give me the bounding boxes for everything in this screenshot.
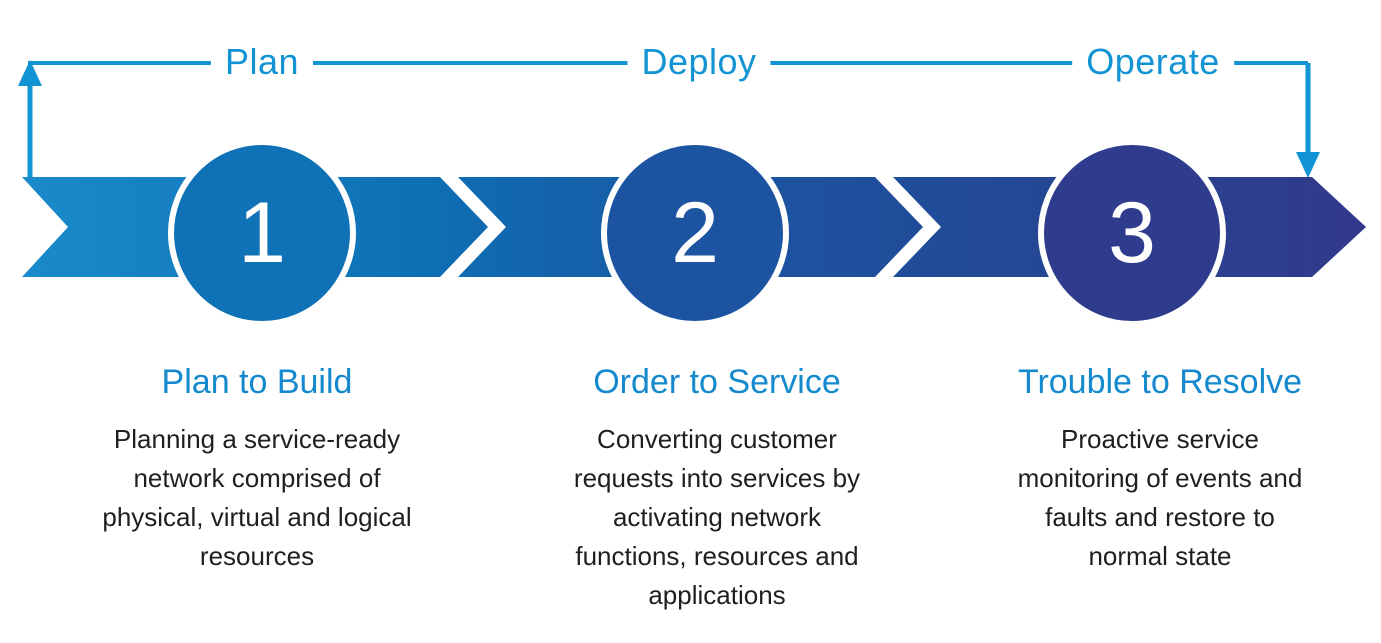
- phase-label-operate: Operate: [1072, 40, 1234, 84]
- step-circle-1: 1: [168, 139, 356, 327]
- phase-label-plan: Plan: [210, 40, 314, 84]
- step-title: Order to Service: [593, 363, 841, 401]
- step-circle-2: 2: [601, 139, 789, 327]
- step-title: Plan to Build: [161, 363, 353, 401]
- step-number-1: 1: [238, 185, 286, 281]
- phase-label-deploy: Deploy: [627, 40, 771, 84]
- down-arrowhead-icon: [1296, 152, 1320, 178]
- up-arrowhead-icon: [18, 60, 42, 86]
- step-number-2: 2: [671, 185, 719, 281]
- step-number-3: 3: [1108, 185, 1156, 281]
- step-title: Trouble to Resolve: [1017, 363, 1303, 401]
- step-circle-3: 3: [1038, 139, 1226, 327]
